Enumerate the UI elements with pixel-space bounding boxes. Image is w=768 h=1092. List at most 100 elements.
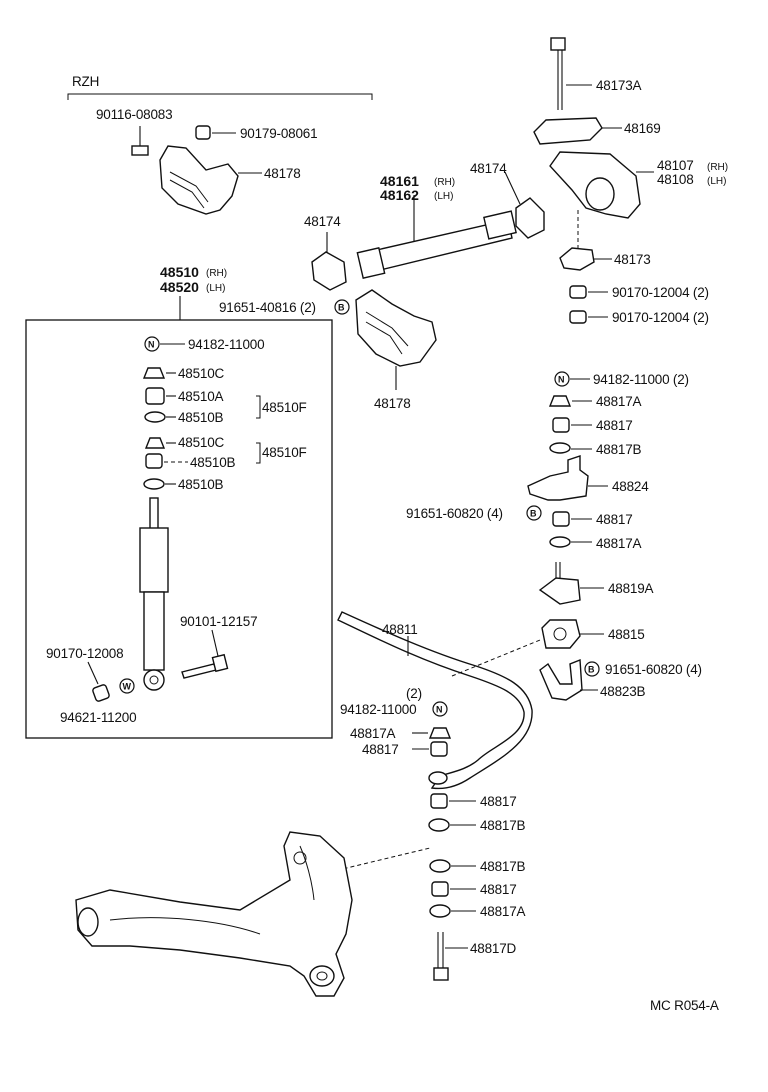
label-90116-08083: 90116-08083 bbox=[96, 107, 172, 122]
cushion-48817a-a bbox=[548, 395, 572, 407]
label-48817a-a: 48817A bbox=[596, 394, 642, 409]
bolt-48173a-head bbox=[550, 37, 566, 51]
label-48107: 48107 bbox=[657, 158, 694, 173]
cushion-48510c-b bbox=[144, 437, 166, 449]
label-48169: 48169 bbox=[624, 121, 661, 136]
washer-48817b-c bbox=[429, 859, 451, 873]
label-90170-12004-a: 90170-12004 (2) bbox=[612, 285, 709, 300]
svg-text:N: N bbox=[148, 340, 155, 350]
label-48510f-a: 48510F bbox=[262, 400, 307, 415]
label-48817-c: 48817 bbox=[362, 742, 399, 757]
cushion-48510c-a bbox=[142, 367, 166, 379]
label-48824: 48824 bbox=[612, 479, 649, 494]
label-48819a: 48819A bbox=[608, 581, 654, 596]
symbol-n-94182-b: N bbox=[554, 371, 570, 387]
label-48173a: 48173A bbox=[596, 78, 642, 93]
link-dash-to-arm bbox=[329, 847, 431, 873]
label-90170-12004-b: 90170-12004 (2) bbox=[612, 310, 709, 325]
svg-text:W: W bbox=[123, 682, 132, 692]
nut-90179 bbox=[195, 125, 236, 140]
cushion-48817-e bbox=[431, 881, 449, 897]
bracket-48823b bbox=[539, 658, 598, 701]
label-48817a-b: 48817A bbox=[596, 536, 642, 551]
shock-absorber-box bbox=[25, 319, 333, 739]
cushion-48817-b bbox=[552, 511, 570, 527]
label-48173: 48173 bbox=[614, 252, 651, 267]
bolt-48173a bbox=[550, 37, 592, 110]
label-48108: 48108 bbox=[657, 172, 694, 187]
diagram-code: MC R054-A bbox=[650, 998, 719, 1013]
tag-lh-48520: (LH) bbox=[206, 283, 225, 294]
bracket-48178-upper bbox=[159, 145, 262, 215]
label-94182-11000-c: 94182-11000 bbox=[340, 702, 416, 717]
lower-control-arm bbox=[75, 831, 353, 997]
rzh-group-bracket bbox=[67, 93, 373, 100]
cushion-48817a-c bbox=[428, 727, 452, 739]
label-91651-40816: 91651-40816 (2) bbox=[219, 300, 316, 315]
label-48817d: 48817D bbox=[470, 941, 517, 956]
symbol-b-91651-60820-b: B bbox=[584, 661, 600, 677]
washer-48510b-a bbox=[144, 411, 166, 423]
svg-text:B: B bbox=[530, 509, 537, 519]
svg-text:B: B bbox=[588, 665, 595, 675]
cushion-48817-c bbox=[430, 741, 448, 757]
symbol-w-94621: W bbox=[119, 678, 135, 694]
part-48819a bbox=[538, 562, 604, 605]
bracket-48824 bbox=[527, 455, 608, 501]
label-48510b-b: 48510B bbox=[190, 455, 236, 470]
label-48174-left: 48174 bbox=[304, 214, 341, 229]
nut-90179-shape bbox=[195, 125, 211, 140]
bushing-48815 bbox=[541, 619, 604, 649]
bolt-90101-12157 bbox=[181, 629, 229, 679]
symbol-n-94182-c: N bbox=[432, 701, 448, 717]
cushion-48510a bbox=[145, 387, 165, 405]
label-90101-12157: 90101-12157 bbox=[180, 614, 257, 629]
label-48817a-d: 48817A bbox=[480, 904, 526, 919]
label-48817-e: 48817 bbox=[480, 882, 517, 897]
label-48174-right: 48174 bbox=[470, 161, 507, 176]
washer-48510b-c bbox=[143, 478, 165, 490]
label-48817b-c: 48817B bbox=[480, 859, 526, 874]
nut-90170-12004-a bbox=[569, 285, 608, 299]
torsion-bar-48161-48162 bbox=[356, 195, 517, 279]
symbol-n-94182-a: N bbox=[144, 336, 160, 352]
symbol-b-91651-40816: B bbox=[334, 299, 350, 315]
bolt-48817d bbox=[433, 932, 468, 981]
label-qty-94182-c: (2) bbox=[406, 686, 422, 701]
boot-48174-right bbox=[504, 171, 545, 239]
label-48178-upper: 48178 bbox=[264, 166, 301, 181]
label-94182-11000-a: 94182-11000 bbox=[188, 337, 264, 352]
label-48817-d: 48817 bbox=[480, 794, 517, 809]
label-48510b-c: 48510B bbox=[178, 477, 224, 492]
washer-48817b-a bbox=[549, 442, 571, 454]
tag-rh-48510: (RH) bbox=[206, 268, 227, 279]
bracket-48510f-b bbox=[256, 442, 261, 464]
tag-rh-48161: (RH) bbox=[434, 177, 455, 188]
nut-90170-12004-b bbox=[569, 310, 608, 324]
rzh-label: RZH bbox=[72, 74, 99, 89]
label-48162: 48162 bbox=[380, 187, 419, 203]
tag-lh-48162: (LH) bbox=[434, 191, 453, 202]
label-90179-08061: 90179-08061 bbox=[240, 126, 317, 141]
label-48510a: 48510A bbox=[178, 389, 224, 404]
rzh-group: RZH bbox=[67, 74, 373, 100]
label-48510b-a: 48510B bbox=[178, 410, 224, 425]
bracket-48178-lower bbox=[355, 289, 437, 390]
label-48520: 48520 bbox=[160, 279, 199, 295]
washer-48817a-d bbox=[429, 904, 451, 918]
label-48510c-a: 48510C bbox=[178, 366, 225, 381]
label-91651-60820-b: 91651-60820 (4) bbox=[605, 662, 702, 677]
label-48510: 48510 bbox=[160, 264, 199, 280]
bolt-90116 bbox=[131, 126, 149, 156]
nut-90170-12008 bbox=[92, 684, 110, 702]
label-94182-11000-b: 94182-11000 (2) bbox=[593, 372, 689, 387]
svg-text:B: B bbox=[338, 303, 345, 313]
bolt-90116-shape bbox=[131, 145, 149, 156]
bracket-48510f-a bbox=[256, 395, 261, 419]
label-48817-a: 48817 bbox=[596, 418, 633, 433]
svg-text:N: N bbox=[558, 375, 565, 385]
label-48817a-c: 48817A bbox=[350, 726, 396, 741]
label-48817b-a: 48817B bbox=[596, 442, 642, 457]
cushion-48510b-b bbox=[145, 453, 163, 469]
